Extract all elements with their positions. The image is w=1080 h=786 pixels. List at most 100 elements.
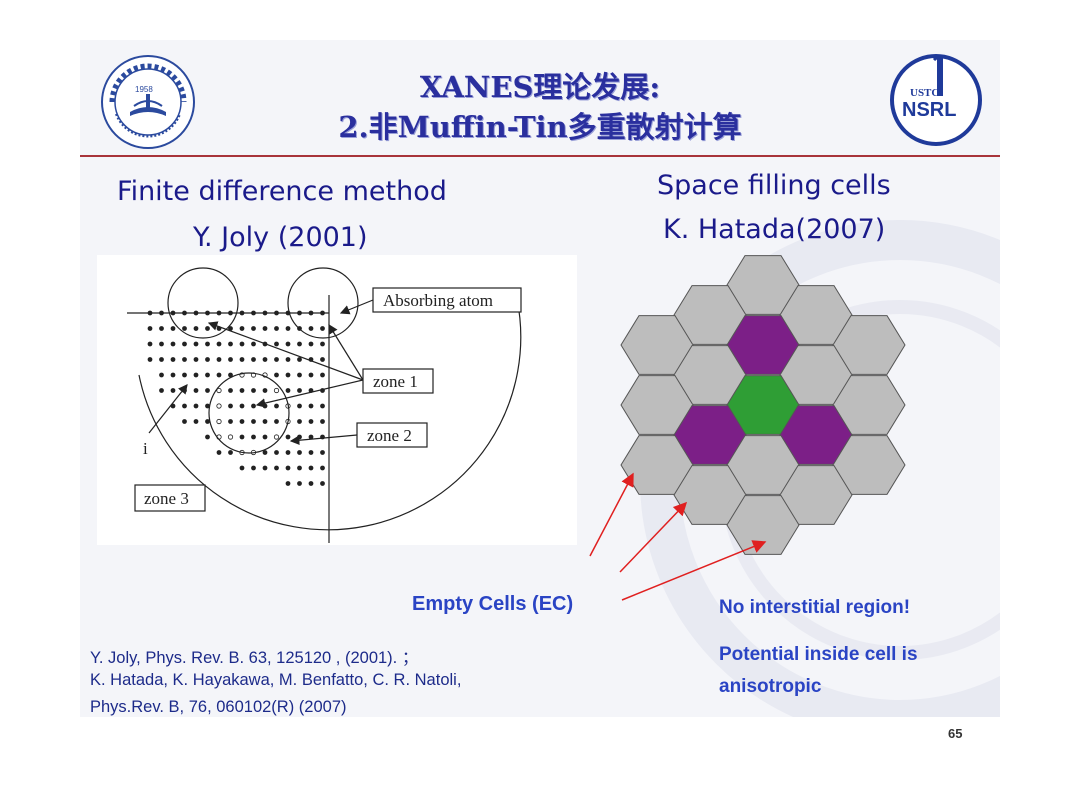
reference-line1: Y. Joly, Phys. Rev. B. 63, 125120 , (200… bbox=[90, 649, 419, 667]
grid-point bbox=[251, 326, 256, 331]
label-i: i bbox=[143, 439, 148, 458]
hex-cell-gray bbox=[832, 315, 906, 375]
grid-point bbox=[205, 388, 210, 393]
grid-point bbox=[262, 465, 268, 471]
grid-point bbox=[182, 341, 187, 347]
grid-point bbox=[239, 434, 245, 440]
grid-point bbox=[285, 465, 291, 471]
empty-cells-label: Empty Cells (EC) bbox=[412, 593, 574, 615]
grid-point bbox=[205, 357, 210, 362]
grid-point bbox=[170, 388, 176, 393]
label-zone-1: zone 1 bbox=[373, 372, 418, 391]
grid-point bbox=[251, 388, 256, 393]
grid-point bbox=[239, 326, 245, 331]
reference-line3: Phys.Rev. B, 76, 060102(R) (2007) bbox=[90, 698, 347, 716]
grid-point bbox=[308, 372, 314, 378]
grid-point bbox=[147, 326, 153, 331]
grid-point bbox=[285, 372, 291, 378]
grid-point bbox=[320, 481, 325, 486]
grid-point bbox=[170, 372, 176, 378]
grid-point bbox=[193, 341, 199, 347]
grid-point bbox=[285, 450, 291, 455]
grid-point bbox=[147, 341, 153, 347]
grid-point bbox=[228, 419, 233, 424]
right-heading-line1: Space filling cells bbox=[657, 170, 891, 201]
hex-cell-gray bbox=[832, 435, 906, 495]
grid-point bbox=[228, 357, 233, 362]
grid-point bbox=[297, 388, 302, 393]
grid-point bbox=[320, 419, 325, 424]
grid-point bbox=[297, 434, 302, 440]
grid-point bbox=[262, 357, 268, 362]
grid-point bbox=[159, 388, 164, 393]
finite-difference-diagram: Absorbing atom zone 1 zone 2 zone 3 i bbox=[97, 255, 577, 545]
grid-point bbox=[262, 450, 268, 455]
grid-point bbox=[182, 326, 187, 331]
grid-point bbox=[274, 372, 279, 378]
grid-point bbox=[216, 372, 222, 378]
grid-point bbox=[274, 341, 279, 347]
grid-point bbox=[273, 387, 280, 394]
grid-point bbox=[216, 450, 222, 455]
grid-point bbox=[251, 465, 256, 471]
left-heading-line2: Y. Joly (2001) bbox=[193, 222, 368, 253]
right-heading-line2: K. Hatada(2007) bbox=[663, 214, 886, 245]
hex-cell-gray bbox=[726, 495, 800, 555]
grid-point bbox=[193, 419, 199, 424]
grid-point bbox=[193, 326, 199, 331]
grid-point bbox=[262, 403, 268, 409]
grid-point bbox=[239, 465, 245, 471]
grid-point bbox=[285, 388, 291, 393]
grid-point bbox=[308, 481, 314, 486]
grid-point bbox=[285, 357, 291, 362]
logo-main-text: NSRL bbox=[902, 99, 956, 121]
grid-point bbox=[228, 403, 233, 409]
grid-point bbox=[308, 341, 314, 347]
note-potential-line1: Potential inside cell is bbox=[719, 644, 918, 665]
grid-point bbox=[193, 388, 199, 393]
grid-point bbox=[320, 341, 325, 347]
label-zone-2: zone 2 bbox=[367, 426, 412, 445]
grid-point bbox=[308, 465, 314, 471]
grid-point bbox=[182, 372, 187, 378]
grid-point bbox=[251, 419, 256, 424]
grid-point bbox=[297, 403, 302, 409]
slide-title-line2: 2.非Muffin-Tin多重散射计算 bbox=[338, 110, 742, 144]
grid-point bbox=[320, 326, 325, 331]
grid-point bbox=[274, 357, 279, 362]
grid-point bbox=[308, 326, 314, 331]
grid-point bbox=[297, 465, 302, 471]
grid-point bbox=[227, 434, 234, 440]
grid-point bbox=[239, 419, 245, 424]
grid-point bbox=[285, 326, 291, 331]
page-number: 65 bbox=[948, 726, 963, 741]
label-absorbing-atom: Absorbing atom bbox=[383, 291, 493, 310]
grid-point bbox=[320, 465, 325, 471]
reference-line2: K. Hatada, K. Hayakawa, M. Benfatto, C. … bbox=[90, 671, 462, 689]
grid-point bbox=[170, 341, 176, 347]
grid-point bbox=[273, 434, 280, 440]
grid-point bbox=[159, 357, 164, 362]
grid-point bbox=[193, 403, 199, 409]
grid-point bbox=[228, 450, 233, 455]
grid-point bbox=[308, 419, 314, 424]
grid-point bbox=[262, 326, 268, 331]
grid-point bbox=[308, 434, 314, 440]
grid-point bbox=[170, 326, 176, 331]
left-heading-line1: Finite difference method bbox=[117, 176, 447, 207]
logo-top-text: USTC bbox=[910, 87, 939, 99]
grid-point bbox=[262, 388, 268, 393]
grid-point bbox=[297, 481, 302, 486]
hex-cells bbox=[620, 255, 906, 555]
grid-point bbox=[170, 357, 176, 362]
university-seal-icon: 1958 bbox=[101, 55, 195, 149]
grid-point bbox=[297, 357, 302, 362]
grid-point bbox=[308, 450, 314, 455]
grid-point bbox=[193, 357, 199, 362]
grid-point bbox=[262, 419, 268, 424]
grid-point bbox=[274, 465, 279, 471]
grid-point bbox=[251, 434, 256, 440]
grid-point bbox=[297, 450, 302, 455]
grid-point bbox=[182, 419, 187, 424]
grid-point bbox=[320, 450, 325, 455]
